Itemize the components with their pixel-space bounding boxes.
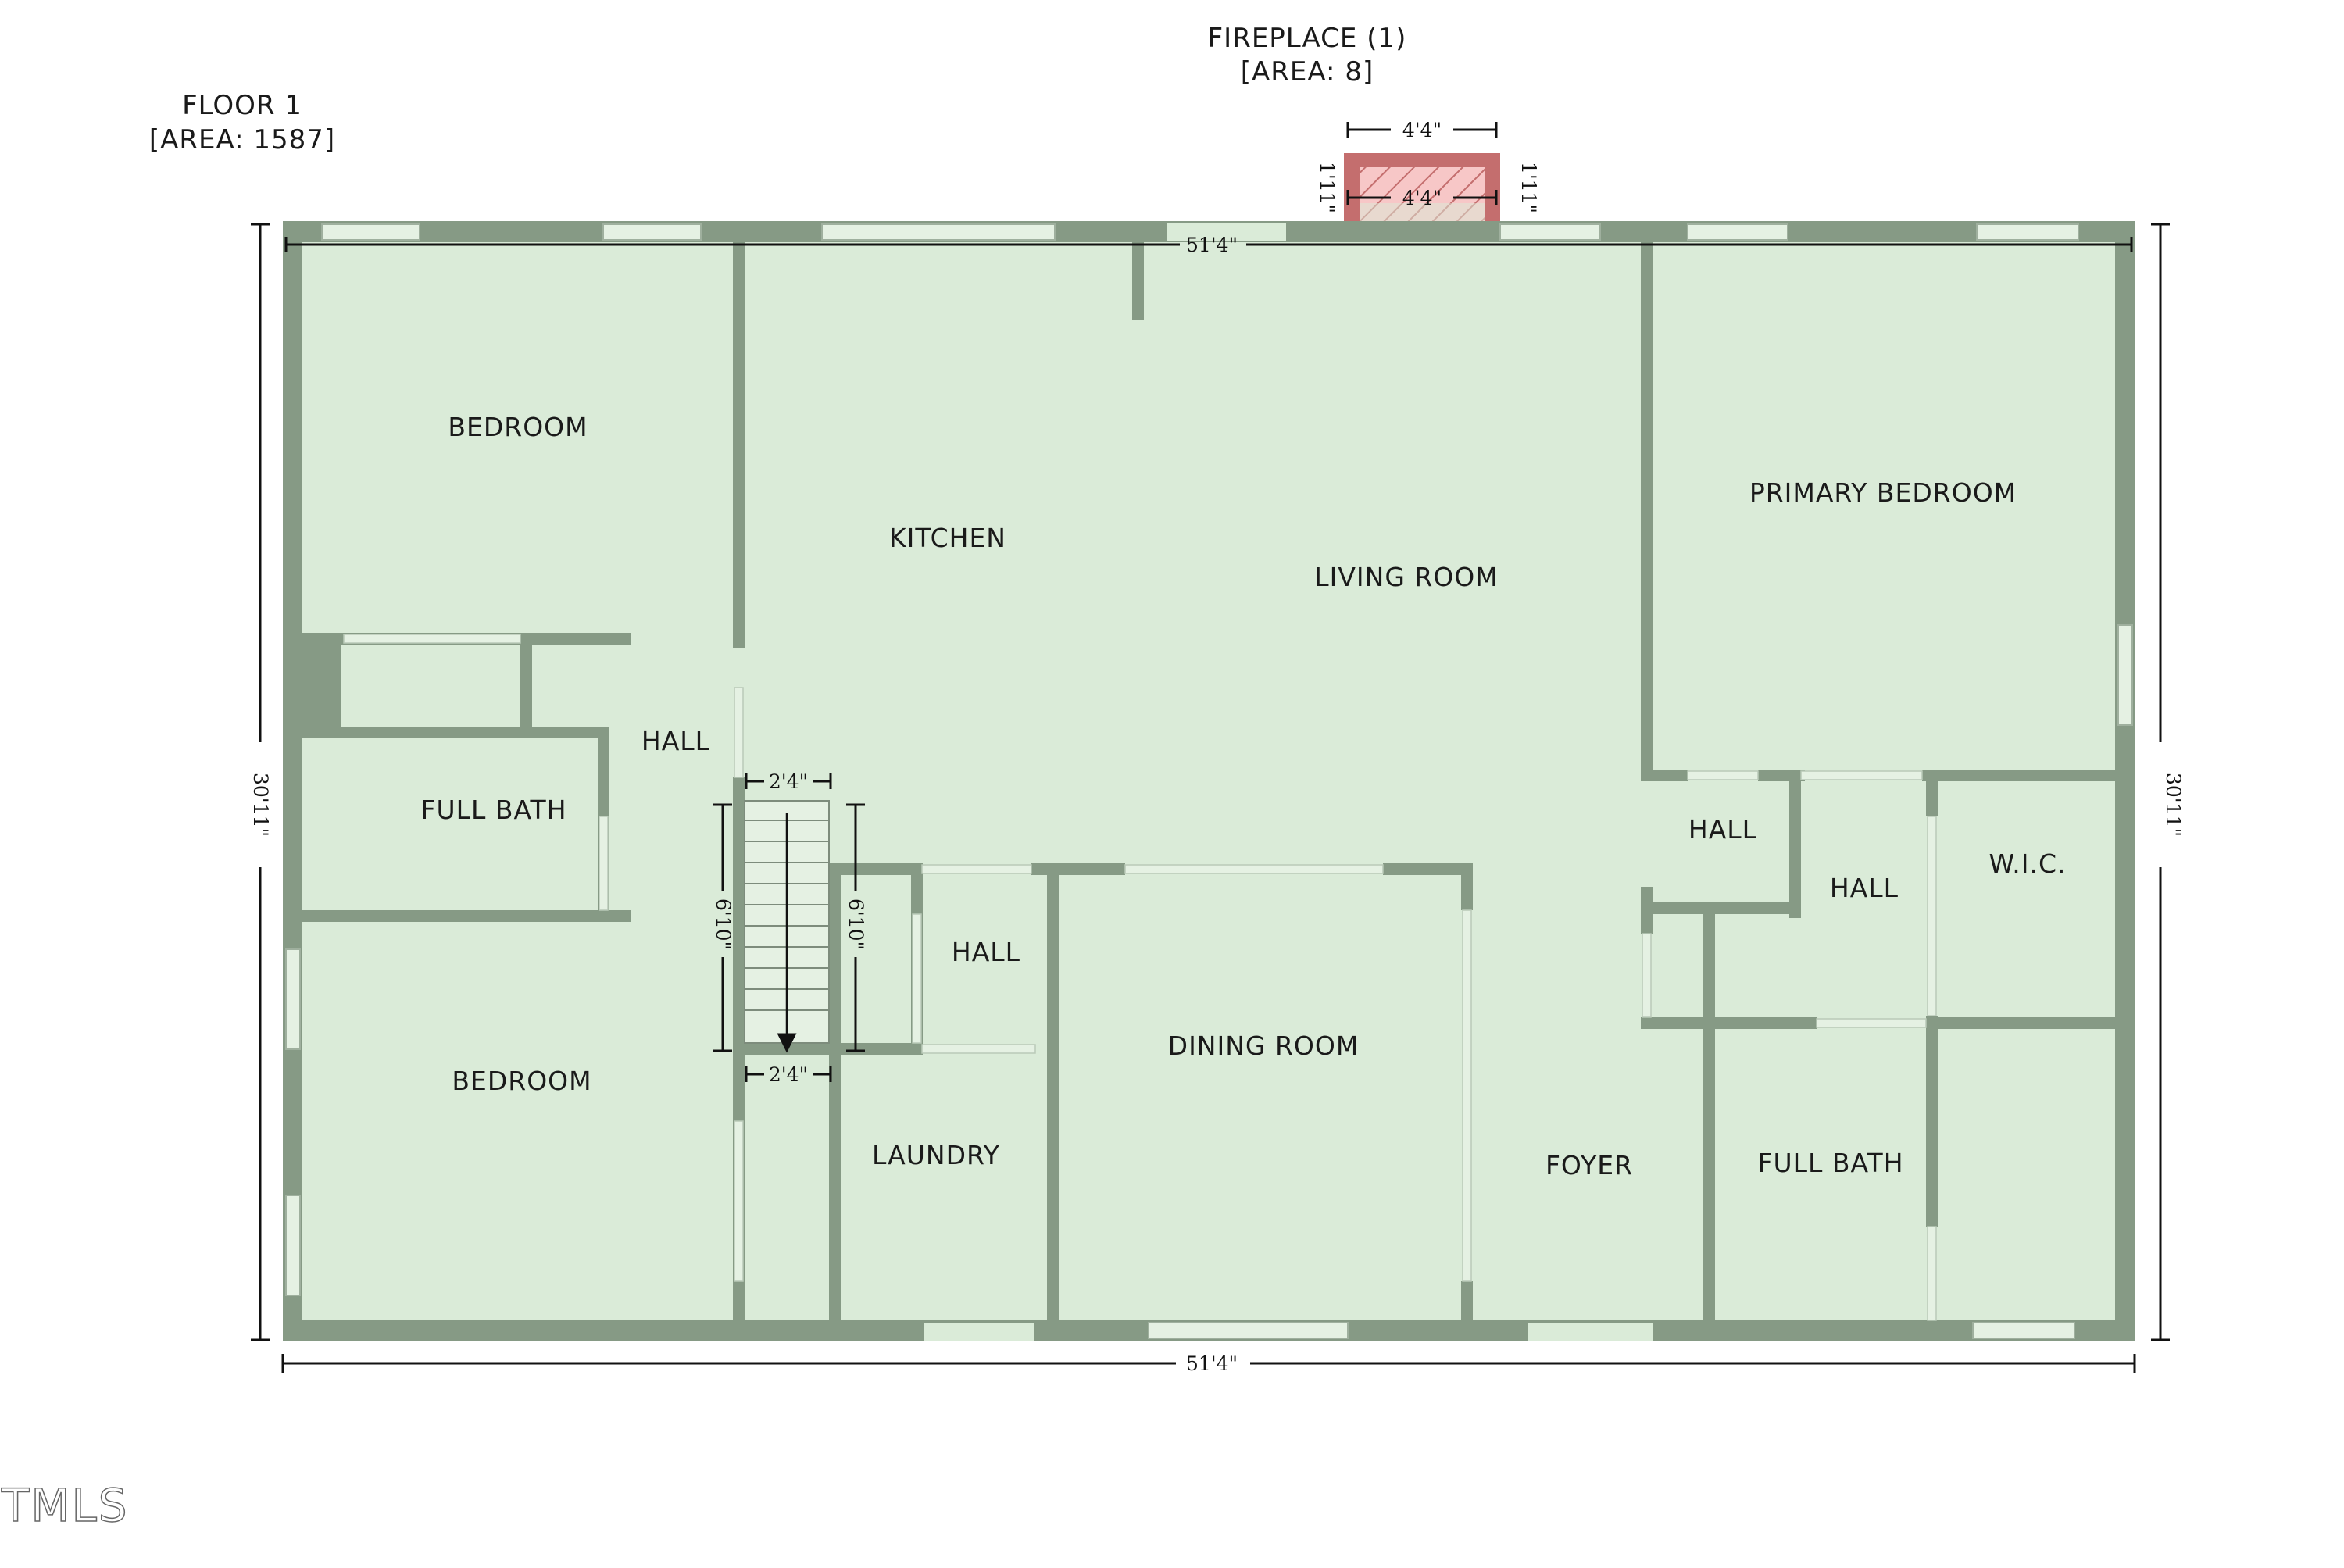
dining-east-opening xyxy=(1462,909,1472,1282)
wall-east xyxy=(2115,221,2135,1341)
wall-hall-a-south xyxy=(1641,902,1797,914)
wall-kitchen-stub xyxy=(1132,242,1144,320)
bath-door xyxy=(599,816,609,911)
dim-stair-width-bottom: 2'4" xyxy=(769,1063,808,1086)
room-living-room: LIVING ROOM xyxy=(1314,562,1499,592)
exterior-openings xyxy=(285,223,2133,1341)
dim-fireplace-depth-right: 1'11" xyxy=(1517,162,1540,213)
wall-bath-north-left xyxy=(1641,1017,1817,1029)
dimension-labels: 51'4" 51'4" 30'11" 30'11" 2'4" 2'4" 6'10… xyxy=(249,119,2185,1375)
room-hall-center: HALL xyxy=(952,937,1020,967)
wall-hall-north-right xyxy=(1031,863,1125,875)
interior-openings xyxy=(343,634,1937,1321)
room-laundry: LAUNDRY xyxy=(872,1140,1000,1170)
window-north-4 xyxy=(1499,223,1601,241)
wall-bedroom-kitchen xyxy=(733,242,745,648)
wall-bath-north-right xyxy=(1926,1017,2117,1029)
closet-opening xyxy=(343,634,521,644)
room-bedroom-bottom: BEDROOM xyxy=(452,1066,591,1096)
wall-laundry-dining xyxy=(1047,863,1059,1320)
dim-top-width: 51'4" xyxy=(1186,234,1238,256)
room-full-bath-left: FULL BATH xyxy=(420,795,566,825)
dining-north-opening xyxy=(1124,864,1384,874)
dim-fireplace-depth-left: 1'11" xyxy=(1316,162,1338,213)
floor-header: FLOOR 1 [AREA: 1587] xyxy=(149,90,335,155)
opening-south-foyer xyxy=(1528,1323,1653,1341)
opening-north-center xyxy=(1167,223,1286,241)
wall-closet-bath xyxy=(302,727,607,738)
wall-wic-west-top xyxy=(1926,770,1938,816)
watermark-logo: TMLS xyxy=(1,1479,129,1532)
hall-opening xyxy=(734,687,744,778)
wall-bath-bedroom xyxy=(302,910,631,922)
window-west-2 xyxy=(285,1195,301,1296)
hall-a-opening xyxy=(1642,933,1652,1018)
room-wic: W.I.C. xyxy=(1988,848,2066,879)
wall-bath-divider xyxy=(1926,1016,1938,1227)
dim-stair-length-left: 6'10" xyxy=(712,898,734,950)
dim-bottom-width: 51'4" xyxy=(1186,1352,1238,1375)
wall-hall-a-north-left xyxy=(1641,770,1688,781)
hall-a-door xyxy=(1687,770,1759,780)
window-north-2 xyxy=(602,223,702,241)
wall-hall-laundry xyxy=(829,1043,923,1055)
dimension-lines xyxy=(251,122,2170,1373)
dim-right-height: 30'11" xyxy=(2162,773,2185,837)
floor-label: FLOOR 1 xyxy=(182,90,302,121)
window-east-1 xyxy=(2117,624,2133,726)
bath-door-right xyxy=(1816,1018,1927,1028)
fireplace-area: [AREA: 8] xyxy=(1241,56,1374,88)
fireplace-header: FIREPLACE (1) [AREA: 8] xyxy=(1208,23,1407,88)
room-full-bath-right: FULL BATH xyxy=(1757,1148,1903,1178)
wall-stair-east xyxy=(829,863,841,1320)
room-hall-right-a: HALL xyxy=(1688,814,1757,845)
dim-stair-width-top: 2'4" xyxy=(769,770,808,793)
opening-south-laundry xyxy=(924,1323,1034,1341)
dim-fireplace-inner: 4'4" xyxy=(1402,187,1442,209)
window-west-1 xyxy=(285,948,301,1050)
wall-stair-landing xyxy=(733,1043,842,1055)
window-north-1 xyxy=(321,223,420,241)
window-north-6 xyxy=(1976,223,2079,241)
wall-stair-west xyxy=(733,777,745,1121)
window-north-3 xyxy=(821,223,1056,241)
wic-door xyxy=(1927,816,1937,1016)
window-south-dining xyxy=(1148,1322,1349,1339)
hall-west-opening xyxy=(912,913,922,1044)
wall-dining-east-top xyxy=(1461,863,1473,910)
wall-hall-a-east xyxy=(1789,770,1801,918)
wall-living-primary xyxy=(1641,242,1653,777)
wall-dining-east-bottom xyxy=(1461,1281,1473,1320)
room-kitchen: KITCHEN xyxy=(889,523,1006,553)
laundry-door xyxy=(921,1044,1036,1054)
room-labels: BEDROOM KITCHEN LIVING ROOM PRIMARY BEDR… xyxy=(420,412,2066,1180)
wall-foyer-bath xyxy=(1703,906,1715,1320)
window-north-5 xyxy=(1687,223,1788,241)
hall-b-opening xyxy=(1800,770,1923,780)
hall-north-door xyxy=(921,864,1032,874)
fireplace-label: FIREPLACE (1) xyxy=(1208,23,1407,54)
wall-west xyxy=(283,221,302,1341)
window-south-bath xyxy=(1972,1322,2075,1339)
room-hall-left: HALL xyxy=(641,726,710,756)
dim-left-height: 30'11" xyxy=(249,773,272,837)
wall-wic-north xyxy=(1922,770,2117,781)
dim-stair-length-right: 6'10" xyxy=(845,898,867,950)
room-bedroom-top: BEDROOM xyxy=(448,412,588,442)
staircase xyxy=(744,800,830,1053)
wall-closet-block xyxy=(302,633,341,738)
room-hall-right-b: HALL xyxy=(1830,873,1899,903)
room-primary-bedroom: PRIMARY BEDROOM xyxy=(1749,477,2017,508)
wall-dining-north-right xyxy=(1383,863,1473,875)
wall-closet-divider xyxy=(520,633,532,738)
bath-divider-door xyxy=(1927,1226,1937,1321)
room-dining-room: DINING ROOM xyxy=(1168,1030,1360,1061)
dim-fireplace-outer: 4'4" xyxy=(1402,119,1442,141)
bedroom-door xyxy=(734,1120,744,1282)
floor-area: [AREA: 1587] xyxy=(149,124,335,155)
wall-hall-north-left xyxy=(829,863,915,875)
room-foyer: FOYER xyxy=(1545,1150,1633,1180)
